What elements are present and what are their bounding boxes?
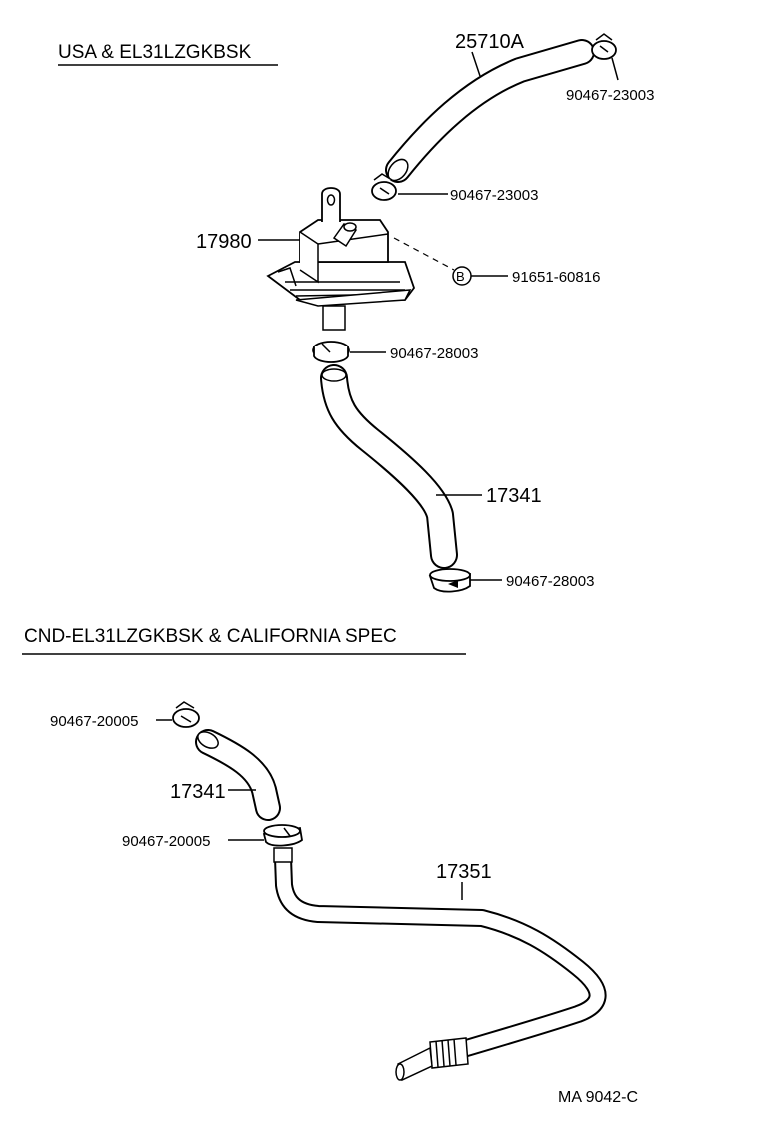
clamp-top-right: 90467-23003 <box>566 33 654 104</box>
hose-17341-bottom: 17341 <box>170 729 281 821</box>
label-90467-23003-top: 90467-23003 <box>566 87 654 104</box>
clamp-28003-upper: 90467-28003 <box>312 341 478 363</box>
label-17341-bottom: 17341 <box>170 781 226 803</box>
label-90467-23003-mid: 90467-23003 <box>450 187 538 204</box>
clamp-20005-upper: 90467-20005 <box>50 701 200 730</box>
label-17341-top: 17341 <box>486 485 542 507</box>
bottom-section-title: CND-EL31LZGKBSK & CALIFORNIA SPEC <box>22 626 466 655</box>
clamp-20005-lower: 90467-20005 <box>122 824 303 850</box>
label-90467-28003-upper: 90467-28003 <box>390 345 478 362</box>
clamp-top-mid: 90467-23003 <box>371 173 538 204</box>
hose-17341-top: 17341 <box>320 364 542 569</box>
label-90467-20005-upper: 90467-20005 <box>50 713 138 730</box>
pipe-17351: 17351 <box>273 847 607 1082</box>
top-section-title-text: USA & EL31LZGKBSK <box>58 42 252 63</box>
bolt-marker-b: B 91651-60816 <box>393 237 600 286</box>
clamp-28003-lower: 90467-28003 <box>428 568 594 593</box>
diagram-ref-code: MA 9042-C <box>558 1089 638 1106</box>
bolt-marker-letter: B <box>456 269 465 284</box>
label-17980: 17980 <box>196 231 252 253</box>
hose-25710a: 25710A <box>385 31 595 183</box>
label-17351: 17351 <box>436 861 492 883</box>
valve-17980: 17980 <box>196 187 416 331</box>
bottom-section-title-text: CND-EL31LZGKBSK & CALIFORNIA SPEC <box>24 626 397 647</box>
label-90467-28003-lower: 90467-28003 <box>506 573 594 590</box>
label-90467-20005-lower: 90467-20005 <box>122 833 210 850</box>
label-91651-60816: 91651-60816 <box>512 269 600 286</box>
label-25710a: 25710A <box>455 31 525 53</box>
top-section-title: USA & EL31LZGKBSK <box>58 42 278 66</box>
